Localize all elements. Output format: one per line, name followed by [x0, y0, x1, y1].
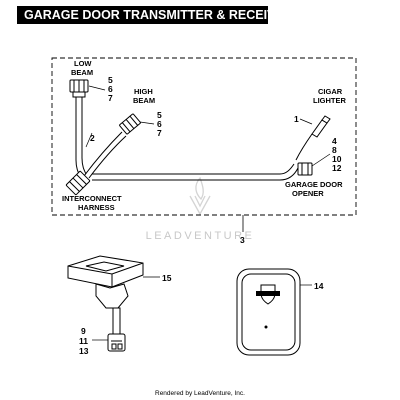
- bar-and-shield-logo-icon: [256, 284, 280, 305]
- low-beam-connector: [69, 79, 89, 98]
- label-garage-door-opener-1: GARAGE DOOR: [285, 180, 343, 189]
- callout-opener-12: 12: [332, 163, 342, 173]
- leadventure-watermark: LEADVENTURE: [146, 176, 255, 242]
- callout-14: 14: [314, 281, 324, 291]
- callout-13: 13: [79, 346, 89, 356]
- callout-9: 9: [81, 326, 86, 336]
- callout-opener-8: 8: [332, 145, 337, 155]
- footer-credit: Rendered by LeadVenture, Inc.: [155, 390, 245, 397]
- leader-high-beam: [139, 121, 155, 125]
- high-beam-connector: [119, 113, 141, 135]
- cigar-lighter-plug: [295, 115, 331, 161]
- callout-low-beam-6: 6: [108, 84, 113, 94]
- callout-high-beam-6: 6: [157, 119, 162, 129]
- callout-high-beam-7: 7: [157, 128, 162, 138]
- label-garage-door-opener-2: OPENER: [292, 189, 324, 198]
- interconnect-connector: [65, 170, 91, 196]
- garage-door-opener-connector: [297, 162, 313, 176]
- callout-high-beam-5: 5: [157, 110, 162, 120]
- label-high-beam-2: BEAM: [133, 96, 155, 105]
- callout-1: 1: [294, 114, 299, 124]
- label-interconnect-1: INTERCONNECT: [62, 194, 122, 203]
- label-interconnect-2: HARNESS: [78, 203, 115, 212]
- transmitter-remote: [236, 268, 301, 356]
- callout-opener-4: 4: [332, 136, 337, 146]
- label-cigar-lighter-2: LIGHTER: [313, 96, 346, 105]
- callout-15: 15: [162, 273, 172, 283]
- leader-low-beam: [88, 85, 106, 91]
- label-low-beam-1: LOW: [74, 59, 92, 68]
- kit-boundary-dashed: [51, 57, 357, 216]
- receiver-connector: [107, 333, 126, 352]
- flame-logo-icon: [189, 176, 211, 216]
- interconnect-harness-wires: [75, 97, 299, 181]
- callout-11: 11: [79, 336, 88, 346]
- callout-low-beam-5: 5: [108, 75, 113, 85]
- leader-harness: [85, 132, 93, 148]
- receiver-module: [67, 255, 144, 335]
- watermark-text: LEADVENTURE: [146, 230, 255, 242]
- diagram-title: GARAGE DOOR TRANSMITTER & RECEIVER: [17, 6, 293, 24]
- label-low-beam-2: BEAM: [71, 68, 93, 77]
- callout-3: 3: [240, 235, 245, 245]
- label-cigar-lighter-1: CIGAR: [318, 87, 343, 96]
- callout-opener-10: 10: [332, 154, 342, 164]
- leader-cigar-lighter: [299, 118, 313, 125]
- leader-opener: [311, 153, 331, 167]
- label-high-beam-1: HIGH: [134, 87, 153, 96]
- callout-2: 2: [90, 133, 95, 143]
- callout-low-beam-7: 7: [108, 93, 113, 103]
